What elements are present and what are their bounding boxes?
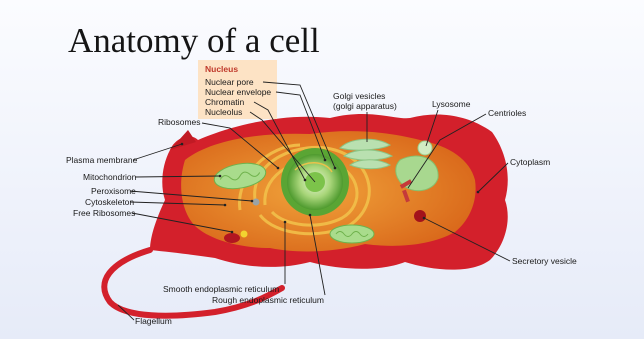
lysosome-label: Lysosome xyxy=(432,99,471,109)
vesicle-shape xyxy=(224,233,240,243)
peroxisome-label: Peroxisome xyxy=(91,186,136,196)
secretory-vesicle-label: Secretory vesicle xyxy=(512,256,577,266)
nuclear-pore-label: Nuclear pore xyxy=(205,77,254,87)
nucleus-heading: Nucleus xyxy=(205,64,238,74)
centrioles-label: Centrioles xyxy=(488,108,526,118)
diagram-title: Anatomy of a cell xyxy=(68,21,320,60)
golgi-sub-label: (golgi apparatus) xyxy=(333,101,397,111)
cytoplasm-label: Cytoplasm xyxy=(510,157,550,167)
secretory-vesicle-shape xyxy=(414,210,426,222)
rough-er-label: Rough endoplasmic reticulum xyxy=(212,295,324,305)
smooth-er-label: Smooth endoplasmic reticulum xyxy=(163,284,279,294)
chromatin-label: Chromatin xyxy=(205,97,244,107)
nucleolus-label: Nucleolus xyxy=(205,107,242,117)
free-ribosomes-label: Free Ribosomes xyxy=(73,208,135,218)
flagellum-label: Flagellum xyxy=(135,316,172,326)
ribosomes-label: Ribosomes xyxy=(158,117,201,127)
nuclear-envelope-label: Nuclear envelope xyxy=(205,87,271,97)
golgi-label: Golgi vesicles xyxy=(333,91,385,101)
plasma-membrane-label: Plasma membrane xyxy=(66,155,138,165)
cytoskeleton-label: Cytoskeleton xyxy=(85,197,134,207)
lysosome-shape xyxy=(418,141,432,155)
free-ribosome-dot xyxy=(241,231,248,238)
peroxisome-shape xyxy=(253,199,260,206)
mitochondrion-lower-shape xyxy=(330,225,374,243)
mitochondrion-label: Mitochondrion xyxy=(83,172,137,182)
